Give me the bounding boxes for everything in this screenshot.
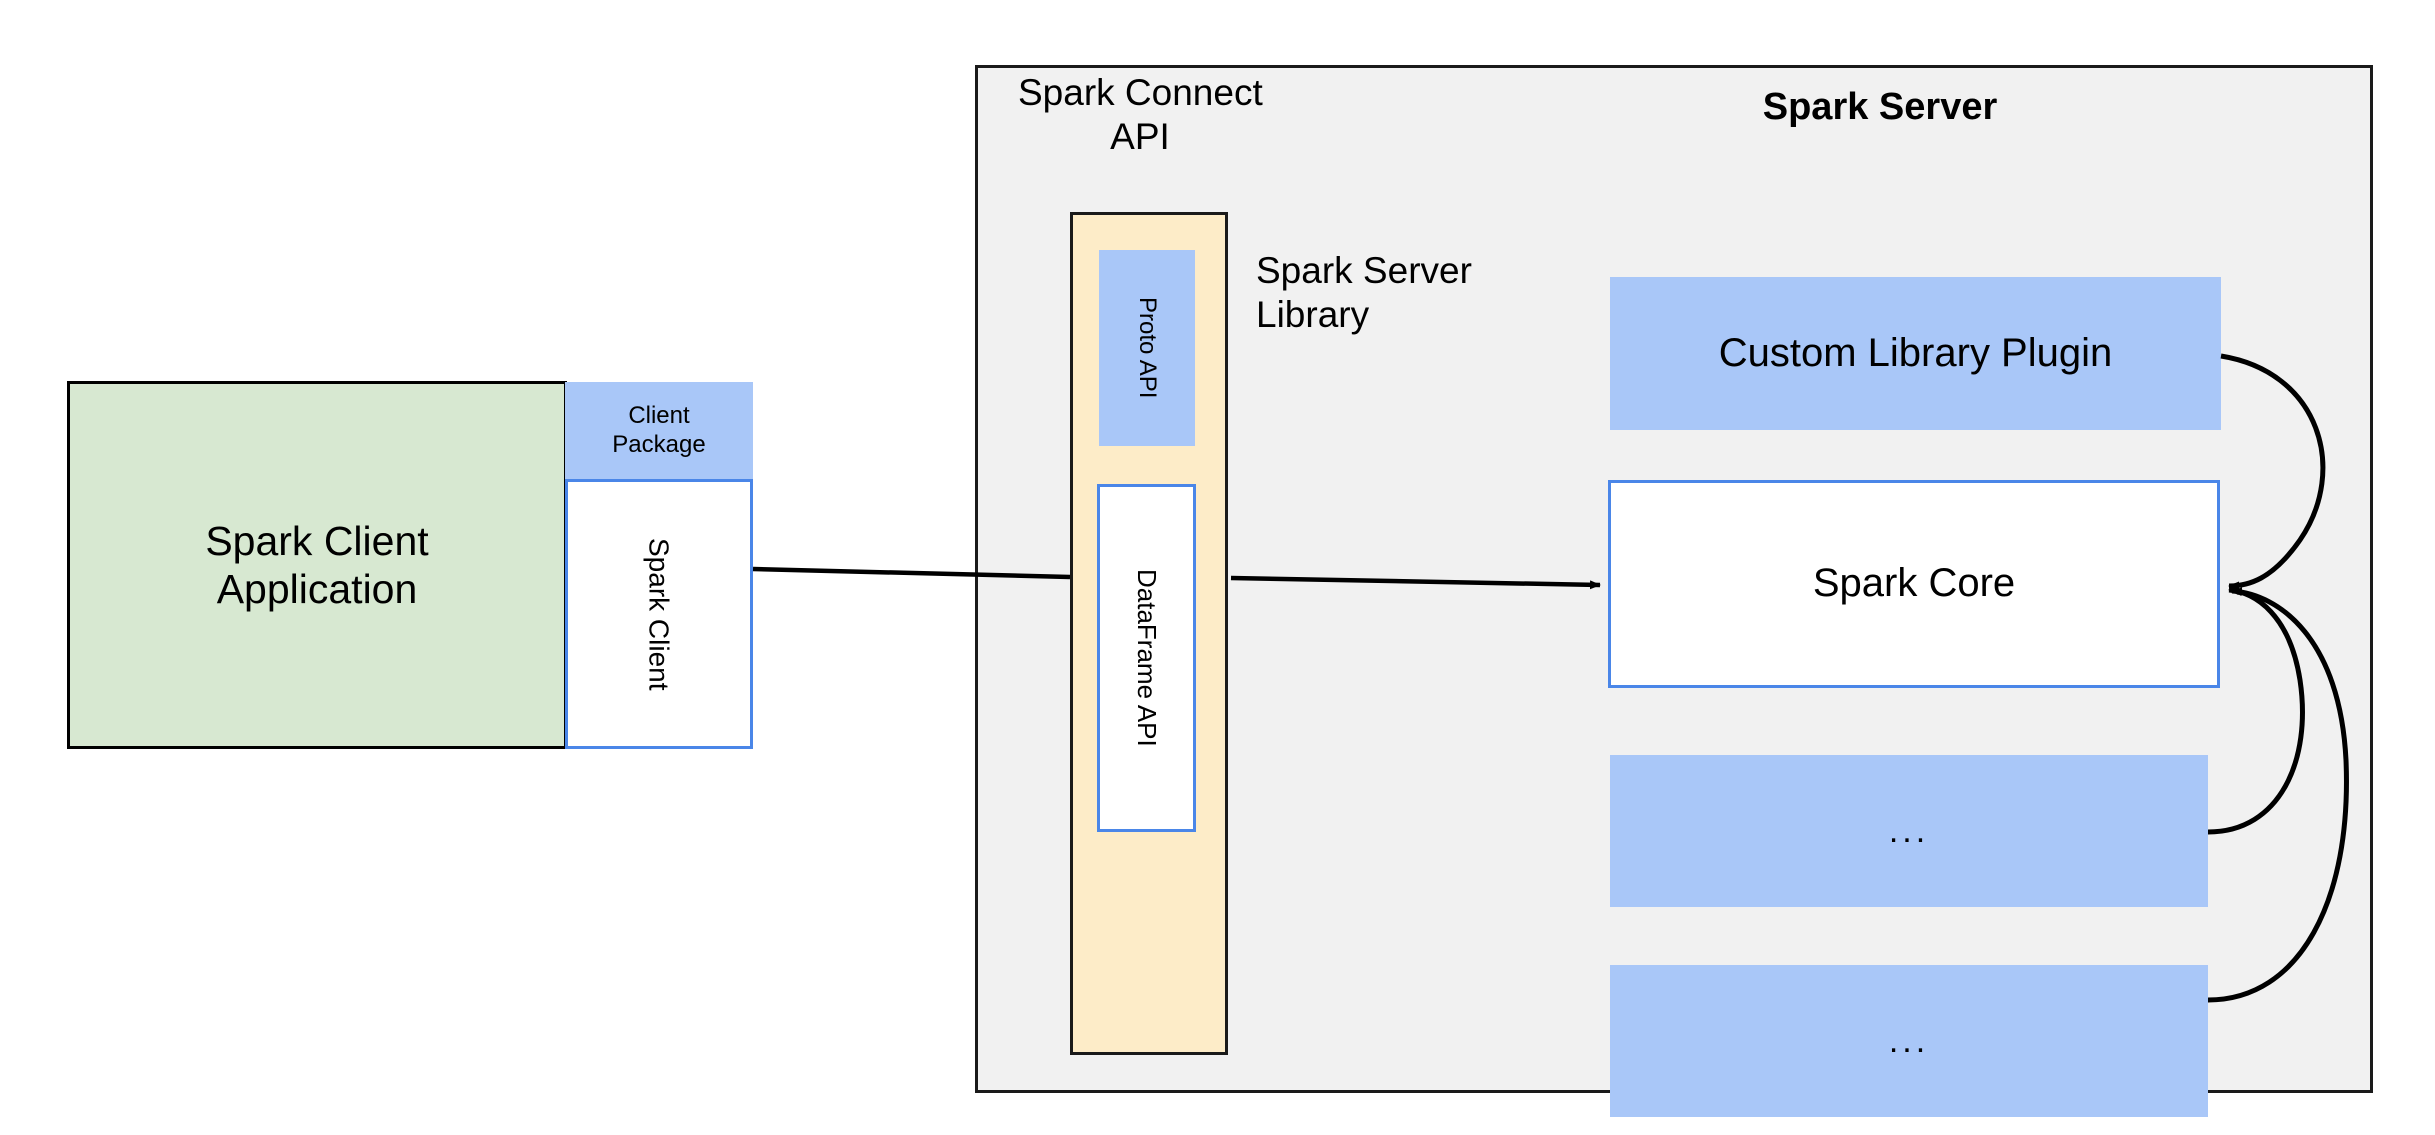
spark-server-library-label-line1: Spark Server [1256, 250, 1472, 292]
spark-connect-api-label-line2: API [1110, 116, 1170, 157]
spark-client-application-label-line2: Application [216, 566, 418, 612]
proto-api-box: Proto API [1099, 250, 1195, 446]
spark-server-title: Spark Server [1762, 85, 1998, 128]
spark-core-label: Spark Core [1812, 561, 2016, 606]
spark-connect-api-label-line1: Spark Connect [1018, 72, 1263, 114]
spark-server-library-label: Spark Server Library [1256, 243, 1576, 343]
client-package-label-line1: Client [628, 402, 690, 430]
spark-connect-api-label: Spark Connect API [1000, 70, 1280, 160]
client-package-label-line2: Package [612, 430, 706, 458]
ellipsis-1-label: ... [1888, 811, 1930, 850]
dataframe-api-label: DataFrame API [1131, 569, 1162, 747]
spark-core-box: Spark Core [1608, 480, 2220, 688]
spark-server-library-label-line2: Library [1256, 294, 1370, 335]
ellipsis-2-label: ... [1888, 1021, 1930, 1060]
spark-client-application-box: Spark Client Application [67, 381, 567, 749]
client-package-box: Client Package [565, 382, 753, 479]
proto-api-label: Proto API [1134, 297, 1162, 399]
dataframe-api-box: DataFrame API [1097, 484, 1196, 832]
custom-library-plugin-label: Custom Library Plugin [1718, 330, 2113, 375]
spark-client-box: Spark Client [565, 479, 753, 749]
spark-client-application-label-line1: Spark Client [205, 517, 429, 564]
custom-library-plugin-box: Custom Library Plugin [1610, 277, 2221, 430]
spark-client-label: Spark Client [643, 537, 675, 691]
ellipsis-box-2: ... [1610, 965, 2208, 1117]
ellipsis-box-1: ... [1610, 755, 2208, 907]
